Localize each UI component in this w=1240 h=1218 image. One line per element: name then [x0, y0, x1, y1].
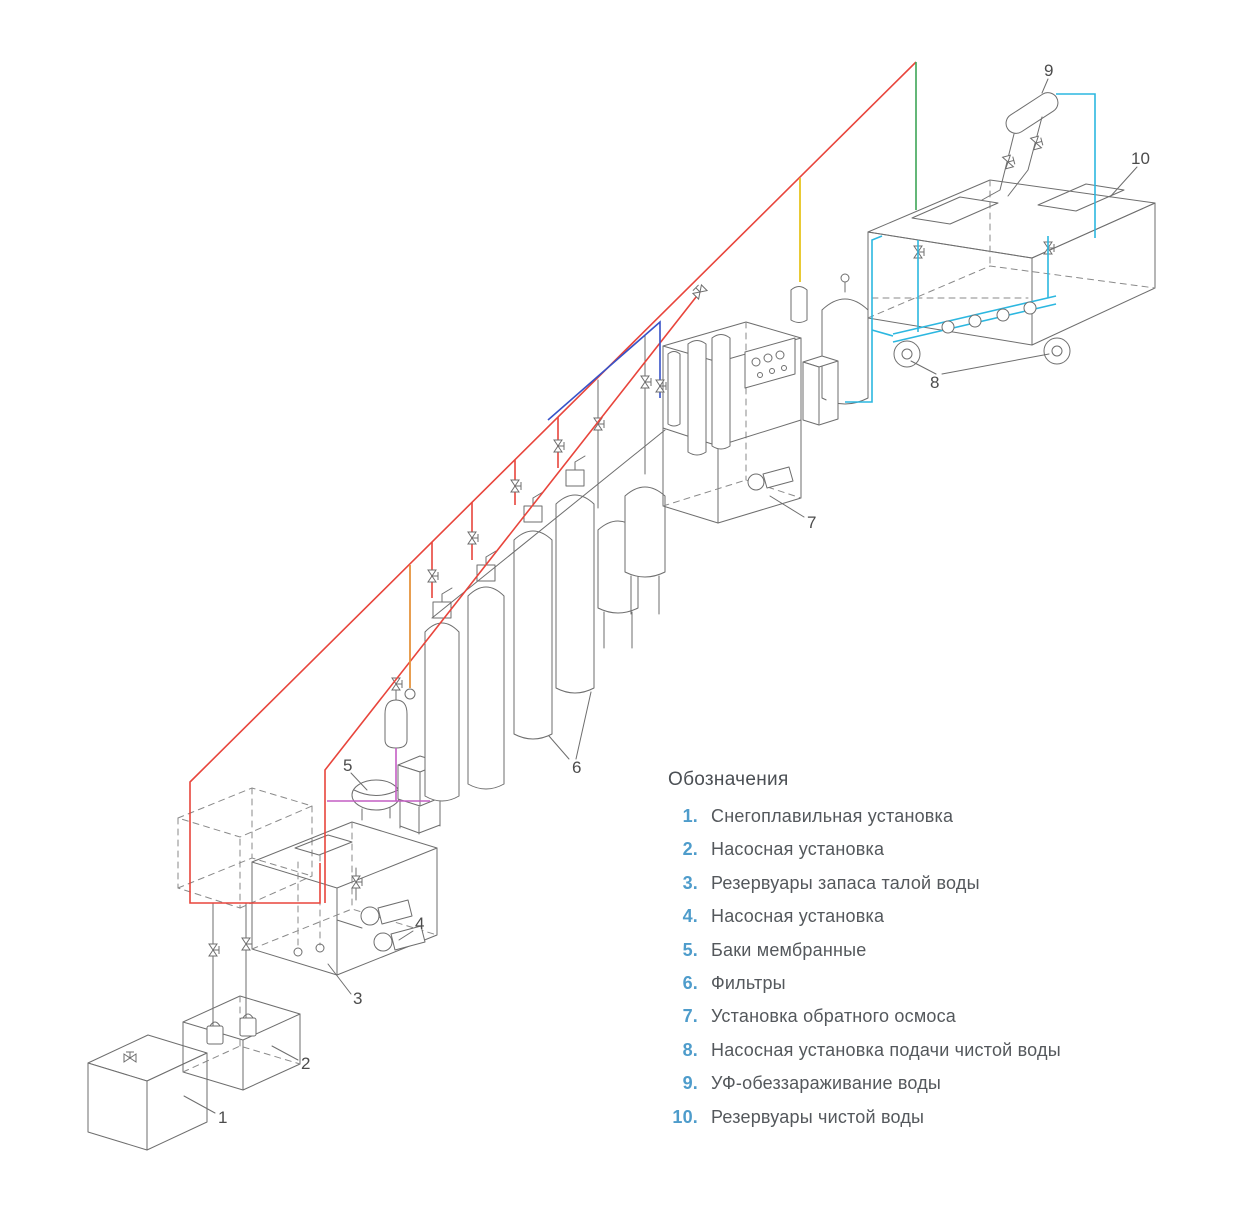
legend-item: 2. Насосная установка	[664, 839, 1204, 872]
pipe-membrane-magenta	[327, 748, 430, 802]
callout-9: 9	[1044, 61, 1053, 80]
legend-item: 8. Насосная установка подачи чистой воды	[664, 1040, 1204, 1073]
legend-item-label: Баки мембранные	[711, 939, 867, 960]
legend-item-number: 1.	[682, 806, 698, 826]
legend-item: 4. Насосная установка	[664, 906, 1204, 939]
legend-item: 1. Снегоплавильная установка	[664, 806, 1204, 839]
legend-item: 3. Резервуары запаса талой воды	[664, 873, 1204, 906]
filters	[397, 334, 666, 835]
pipe-clean-water-cyan	[845, 93, 1096, 403]
callout-3: 3	[353, 989, 362, 1008]
legend-item: 7. Установка обратного осмоса	[664, 1006, 1204, 1039]
clean-water-pump-station	[871, 241, 1071, 368]
legend-item-label: Насосная установка подачи чистой воды	[711, 1039, 1061, 1060]
legend-item-label: Резервуары запаса талой воды	[711, 872, 980, 893]
legend-title: Обозначения	[668, 769, 789, 790]
uv-disinfection-unit	[981, 92, 1059, 201]
legend-item-label: Резервуары чистой воды	[711, 1106, 925, 1127]
callout-8: 8	[930, 373, 939, 392]
callout-10: 10	[1131, 149, 1150, 168]
legend-item-number: 4.	[682, 906, 698, 927]
reverse-osmosis-unit	[662, 273, 869, 524]
callout-2: 2	[301, 1054, 310, 1073]
legend-item-label: Снегоплавильная установка	[711, 806, 954, 826]
callout-1: 1	[218, 1108, 227, 1127]
legend: Обозначения 1. Снегоплавильная установка…	[664, 769, 1204, 1140]
legend-item-number: 10.	[672, 1106, 698, 1127]
callout-5: 5	[343, 756, 352, 775]
pump-unit-2	[182, 902, 301, 1091]
legend-item: 10. Резервуары чистой воды	[664, 1107, 1204, 1140]
legend-item-label: Насосная установка	[711, 839, 885, 860]
pipe-raw-water-red	[189, 61, 917, 904]
pipe-permeate-blue	[547, 320, 667, 421]
legend-item-label: УФ-обеззараживание воды	[711, 1073, 942, 1094]
callouts: 1 2 3 4 5 6 7 8 9 10	[183, 61, 1150, 1127]
legend-item: 6. Фильтры	[664, 973, 1204, 1006]
callout-4: 4	[415, 914, 424, 933]
callout-7: 7	[807, 513, 816, 532]
clean-water-reservoirs	[867, 179, 1156, 346]
legend-item-number: 7.	[682, 1006, 698, 1027]
legend-item-number: 9.	[682, 1073, 698, 1094]
legend-item-number: 6.	[682, 972, 698, 993]
pump-unit-4	[336, 867, 426, 952]
legend-item-label: Насосная установка	[711, 906, 885, 927]
legend-item: 9. УФ-обеззараживание воды	[664, 1073, 1204, 1106]
snow-melting-unit	[87, 1034, 208, 1151]
legend-item-number: 2.	[682, 839, 698, 860]
melt-water-reservoirs	[176, 787, 438, 976]
legend-item-label: Установка обратного осмоса	[711, 1006, 957, 1027]
legend-item-number: 3.	[682, 872, 698, 893]
legend-item-number: 8.	[682, 1039, 698, 1060]
pipe-drain-orange	[404, 565, 416, 700]
callout-6: 6	[572, 758, 581, 777]
legend-item: 5. Баки мембранные	[664, 940, 1204, 973]
legend-item-number: 5.	[682, 939, 698, 960]
legend-item-label: Фильтры	[711, 972, 786, 993]
